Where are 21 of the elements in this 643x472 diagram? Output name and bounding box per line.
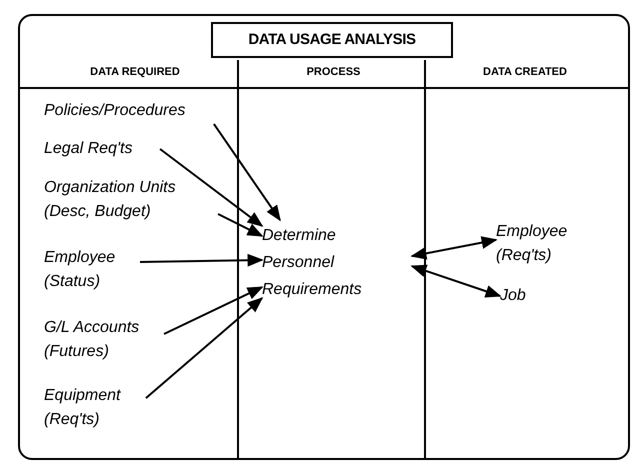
arrow [145, 297, 264, 399]
arrow [159, 148, 264, 227]
data-item-text: Equipment (Req'ts) [44, 386, 122, 430]
process-text: Determine Personnel Requirements [262, 226, 363, 300]
data-item-text: Job [500, 286, 527, 306]
data-item-text: Policies/Procedures [44, 101, 186, 121]
column-header: DATA CREATED [483, 65, 567, 80]
data-item-text: G/L Accounts (Futures) [44, 318, 140, 362]
title-box: DATA USAGE ANALYSIS [211, 22, 453, 58]
arrow [410, 236, 498, 260]
arrow [213, 123, 281, 222]
column-header: DATA REQUIRED [90, 65, 180, 80]
arrow [140, 254, 264, 267]
arrow [164, 286, 264, 335]
data-item-text: Employee (Req'ts) [496, 222, 568, 266]
data-item-text: Employee (Status) [44, 248, 116, 292]
arrow [410, 264, 502, 298]
data-item-text: Organization Units (Desc, Budget) [44, 178, 177, 222]
column-header: PROCESS [306, 65, 360, 80]
data-item-text: Legal Req'ts [44, 139, 134, 159]
arrow [218, 213, 264, 237]
